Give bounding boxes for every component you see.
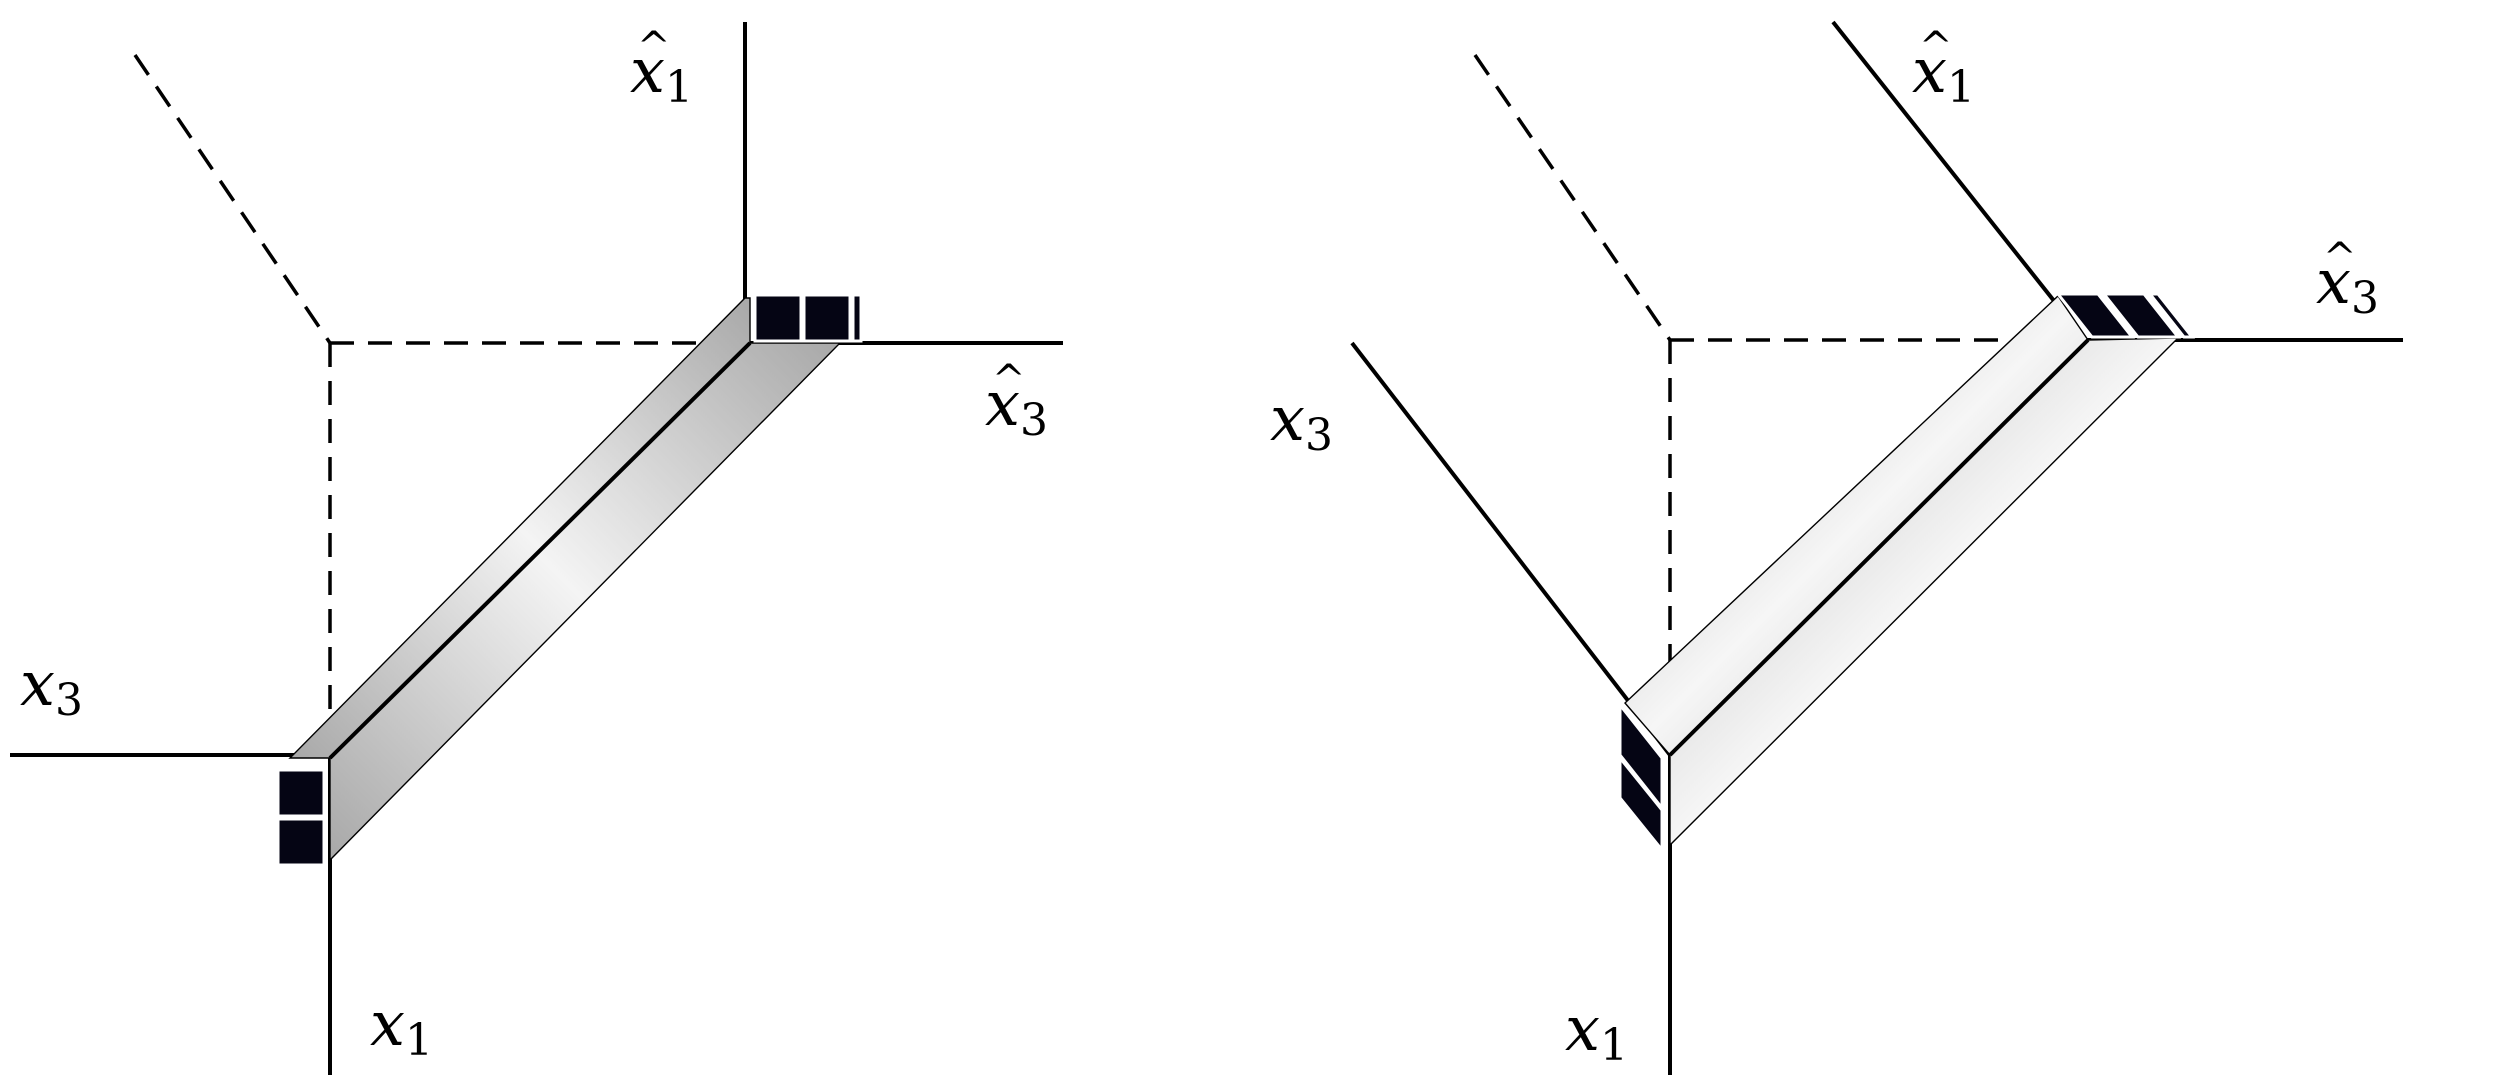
left-bar-lower-face [329,342,842,862]
left-cross-section-bottom [276,768,326,867]
left-label-x1-hat: x1 [630,34,693,113]
right-hat-x1: ^ [1919,24,1953,70]
right-bar [1624,294,2180,847]
left-cell-top-2 [802,293,852,343]
right-cell-bottom-2 [1618,753,1664,855]
left-bar [288,297,842,862]
left-bar-spine [328,341,752,760]
right-cell-top-1 [2054,292,2136,339]
right-cell-top-3 [2146,292,2196,339]
right-bar-upper-face [1624,294,2089,757]
right-panel: x1 ^ x3 ^ x3 x1 [1270,20,2403,1075]
left-hat-x3: ^ [992,357,1026,403]
right-cell-top-2 [2100,292,2182,339]
left-cell-top-3 [851,293,863,343]
left-dashed-diagonal-axis [133,54,332,344]
left-cell-top-1 [753,293,803,343]
right-cross-section-top [2054,292,2196,339]
right-dashed-diagonal-axis [1473,54,1672,341]
left-cross-section-top [753,293,863,343]
left-bar-upper-face [288,297,751,759]
right-hat-x3: ^ [2323,235,2357,281]
right-axis-x3 [1350,341,1672,757]
left-label-x1: x1 [370,987,433,1066]
left-label-x3: x3 [20,647,83,726]
left-hat-x1: ^ [637,24,671,70]
right-axis-x1-hat [1831,20,2087,342]
right-label-x1-hat: x1 [1912,34,1975,113]
left-cell-bottom-2 [276,817,326,867]
left-panel: x1 ^ x3 ^ x3 x1 [10,22,1063,1075]
left-label-x3-hat: x3 [985,367,1048,446]
right-label-x3-hat: x3 [2316,245,2379,324]
right-label-x3: x3 [1270,382,1333,461]
right-label-x1: x1 [1565,992,1628,1071]
left-cell-bottom-1 [276,768,326,818]
right-cross-section-bottom [1618,700,1664,855]
right-bar-spine [1668,338,2090,757]
